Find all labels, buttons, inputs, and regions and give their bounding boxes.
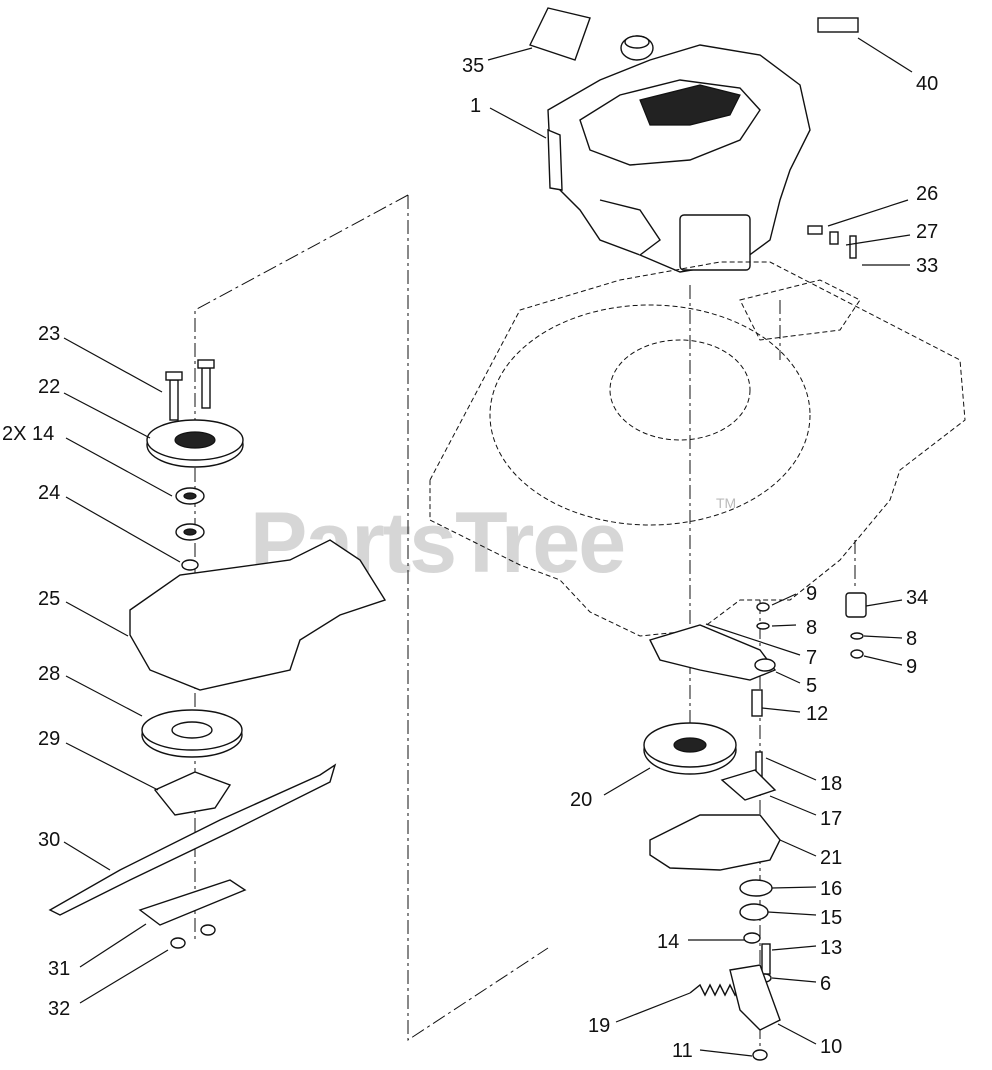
- label-27: 27: [916, 221, 938, 243]
- adapter-29: [153, 771, 232, 816]
- bolts-23: [165, 359, 215, 421]
- spacer-24: [181, 559, 199, 571]
- label-13: 13: [820, 937, 842, 959]
- pulley-28: [141, 709, 243, 758]
- part-labels: 35 1 40 26 27 33 23 22 2X 14 24 25 28 29…: [2, 55, 938, 1062]
- bearings-14: [175, 487, 205, 541]
- label-9-lower: 9: [906, 656, 917, 678]
- label-15: 15: [820, 907, 842, 929]
- bearing-15: [739, 903, 769, 921]
- label-31: 31: [48, 958, 70, 980]
- label-28: 28: [38, 663, 60, 685]
- label-22: 22: [38, 376, 60, 398]
- label-17: 17: [820, 808, 842, 830]
- engine: [547, 35, 811, 273]
- bolt-12: [751, 689, 763, 717]
- label-8-lower: 8: [906, 628, 917, 650]
- label-24: 24: [38, 482, 60, 504]
- label-20: 20: [570, 789, 592, 811]
- clip-26: [807, 225, 823, 235]
- nut-9-upper: [756, 602, 770, 612]
- label-25: 25: [38, 588, 60, 610]
- blade-30: [48, 763, 337, 916]
- label-29: 29: [38, 728, 60, 750]
- label-19: 19: [588, 1015, 610, 1037]
- switch-34: [845, 592, 867, 618]
- washer-8-upper: [756, 622, 770, 630]
- stiffener-31: [138, 879, 247, 926]
- label-26: 26: [916, 183, 938, 205]
- bushing-7: [754, 658, 776, 672]
- label-18: 18: [820, 773, 842, 795]
- label-32: 32: [48, 998, 70, 1020]
- drive-pulley-20: [643, 722, 737, 775]
- label-23: 23: [38, 323, 60, 345]
- label-33: 33: [916, 255, 938, 277]
- tag-40: [817, 17, 859, 33]
- decal-35: [529, 7, 591, 61]
- label-30: 30: [38, 829, 60, 851]
- washer-16: [739, 879, 773, 897]
- label-8-upper: 8: [806, 617, 817, 639]
- pin-33: [849, 235, 857, 259]
- label-11: 11: [672, 1040, 693, 1062]
- label-34: 34: [906, 587, 928, 609]
- belt-guide-17: [720, 769, 777, 801]
- label-16: 16: [820, 878, 842, 900]
- label-12: 12: [806, 703, 828, 725]
- nuts-32: [170, 924, 216, 949]
- label-6: 6: [820, 973, 831, 995]
- label-9-upper: 9: [806, 583, 817, 605]
- nut-9-lower: [850, 649, 864, 659]
- label-10: 10: [820, 1036, 842, 1058]
- label-7: 7: [806, 647, 817, 669]
- bearing-14: [743, 932, 761, 944]
- label-1: 1: [470, 95, 481, 117]
- label-14: 14: [657, 931, 679, 953]
- belt-cover-25: [129, 539, 387, 691]
- label-40: 40: [916, 73, 938, 95]
- label-35: 35: [462, 55, 484, 77]
- bracket-10: [729, 964, 781, 1031]
- mower-deck: [429, 261, 966, 637]
- idler-bracket-5: [649, 624, 777, 681]
- watermark-trademark: TM: [716, 495, 736, 511]
- label-5: 5: [806, 675, 817, 697]
- nut-11: [752, 1049, 768, 1061]
- leader-lines: [63, 37, 913, 1057]
- shaft-13: [761, 943, 771, 975]
- label-2x14: 2X 14: [2, 423, 54, 445]
- screw-27: [829, 231, 839, 245]
- drive-belt-21: [649, 814, 781, 871]
- blade-hub-22: [146, 419, 244, 468]
- label-21: 21: [820, 847, 842, 869]
- washer-8-lower: [850, 632, 864, 640]
